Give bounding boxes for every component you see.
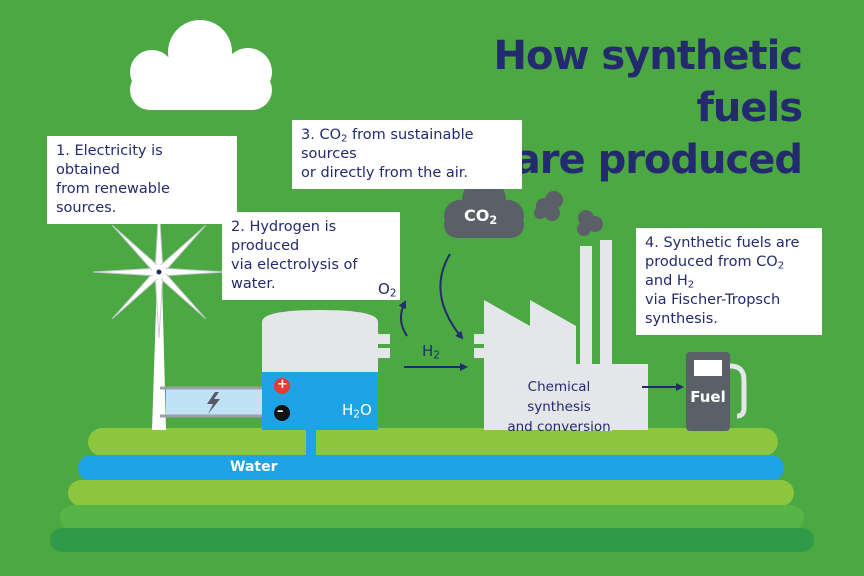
step-4-line-3: via Fischer-Tropsch — [645, 292, 781, 308]
lightning-icon — [207, 392, 220, 414]
plus-terminal-label: + — [277, 377, 288, 392]
step-3-line-1: 3. CO2 from sustainable sources — [301, 127, 474, 162]
fuel-pump-icon — [686, 352, 747, 431]
h2o-label: H2O — [342, 401, 372, 421]
step-4-line-4: synthesis. — [645, 311, 718, 327]
ground-stripe-top — [88, 428, 778, 456]
fuel-label: Fuel — [690, 388, 726, 406]
page-title: How synthetic fuels are produced — [382, 30, 803, 186]
factory-icon — [474, 240, 648, 431]
co2-cloud-icon — [444, 178, 524, 238]
plant-label-line-1: Chemical synthesis — [527, 379, 591, 415]
step-3-card: 3. CO2 from sustainable sources or direc… — [292, 120, 522, 189]
step-4-line-2: produced from CO2 and H2 — [645, 254, 785, 291]
title-line-2: are produced — [513, 137, 803, 183]
step-4-card: 4. Synthetic fuels are produced from CO2… — [636, 228, 822, 335]
plus-terminal-icon — [274, 378, 290, 394]
minus-terminal-label: – — [277, 404, 284, 419]
h2-label: H2 — [422, 342, 440, 362]
wind-turbine-icon — [92, 205, 226, 430]
co2-cloud-label: CO2 — [464, 206, 498, 227]
plant-label-line-2: and conversion — [507, 419, 611, 435]
step-2-card: 2. Hydrogen is produced via electrolysis… — [222, 212, 400, 300]
step-3-line-2: or directly from the air. — [301, 165, 469, 181]
step-4-line-1: 4. Synthetic fuels are — [645, 235, 800, 251]
cloud-icon — [130, 20, 272, 110]
ground-stripe-3 — [60, 505, 804, 531]
o2-label: O2 — [378, 280, 397, 300]
o2-arrow — [398, 300, 408, 337]
co2-arrow — [439, 253, 464, 340]
step-2-line-1: 2. Hydrogen is produced — [231, 219, 337, 254]
smoke-icon — [534, 191, 603, 236]
power-connection — [160, 386, 272, 418]
ground-stripe-4 — [50, 528, 814, 552]
minus-terminal-icon — [274, 405, 290, 421]
water-label: Water — [230, 459, 278, 475]
step-1-card: 1. Electricity is obtained from renewabl… — [47, 136, 237, 224]
plant-label: Chemical synthesis and conversion — [494, 377, 624, 437]
title-line-1: How synthetic fuels — [493, 33, 803, 131]
step-1-line-1: 1. Electricity is obtained — [56, 143, 163, 178]
ground-stripe-2 — [68, 480, 794, 506]
step-1-line-2: from renewable sources. — [56, 181, 170, 216]
step-2-line-2: via electrolysis of water. — [231, 257, 358, 292]
water-stripe — [78, 455, 784, 481]
